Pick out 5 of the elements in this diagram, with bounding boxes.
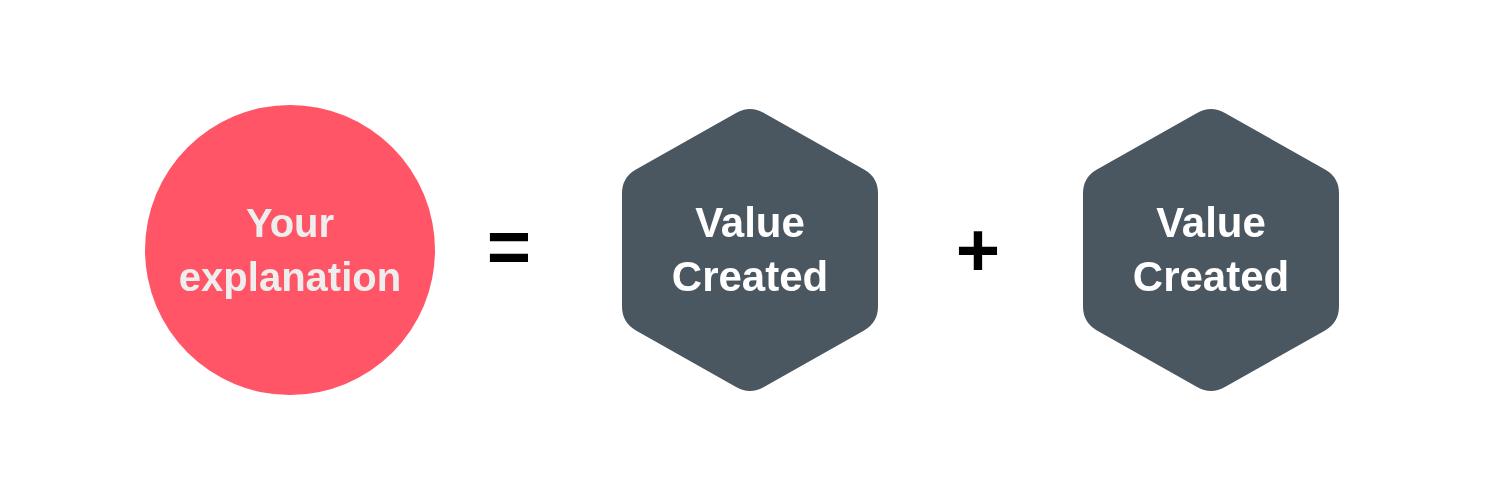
plus-sign: + — [955, 212, 1001, 288]
node-label: Value Created — [1131, 198, 1291, 302]
node-label: Your explanation — [177, 200, 403, 301]
equals-sign: = — [486, 209, 532, 285]
node-label: Value Created — [670, 198, 830, 302]
